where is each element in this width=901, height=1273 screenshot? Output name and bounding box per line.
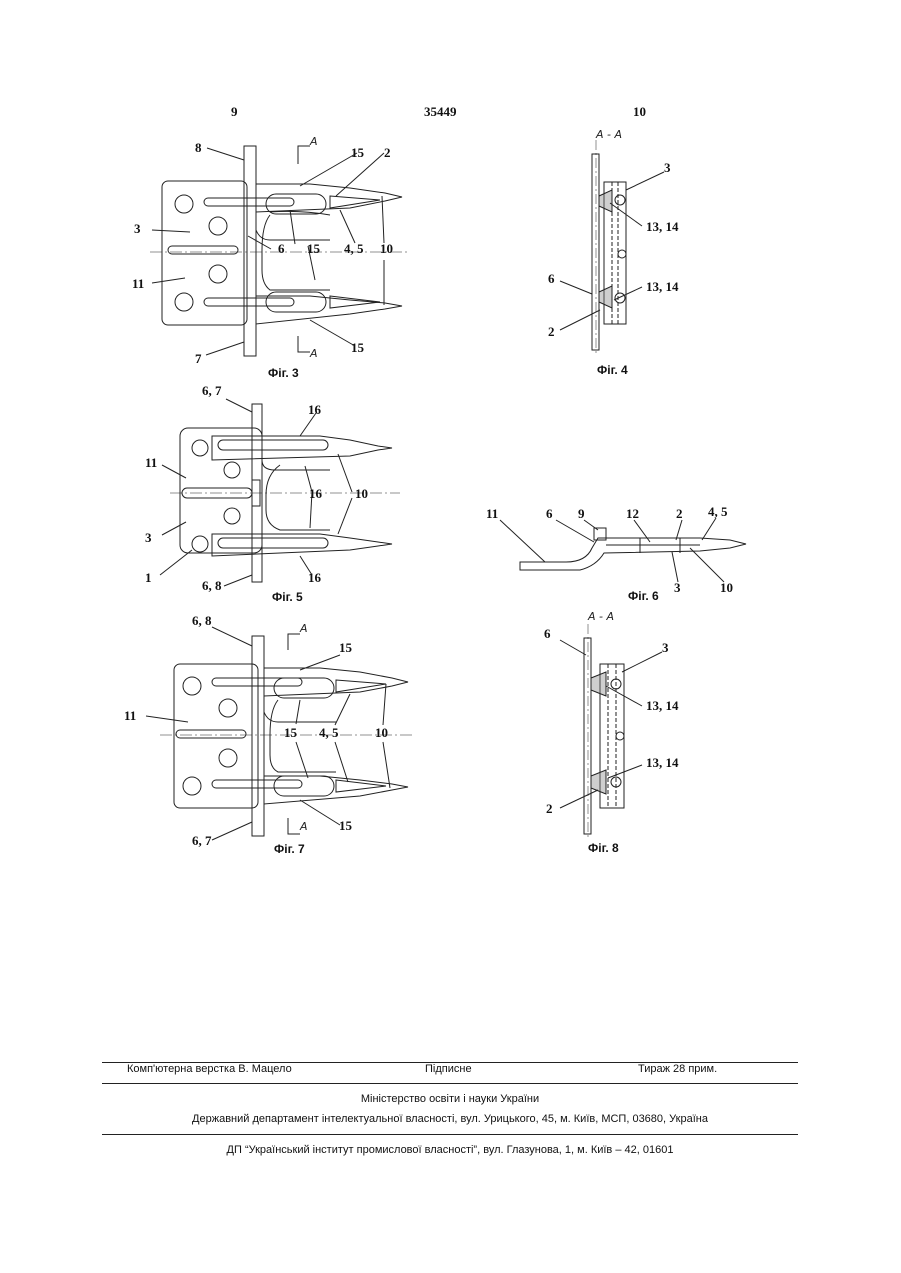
fig5-label: 1 bbox=[145, 570, 152, 585]
fig8-caption: Фіг. 8 bbox=[588, 841, 619, 855]
fig6-label: 6 bbox=[546, 506, 553, 521]
footer-rule-middle bbox=[102, 1083, 798, 1084]
footer-rule-bottom bbox=[102, 1134, 798, 1135]
fig4-label: 2 bbox=[548, 324, 555, 339]
fig8-label: 13, 14 bbox=[646, 755, 679, 770]
fig8-section-title: A - A bbox=[587, 610, 614, 623]
fig3-label: 15 bbox=[351, 145, 365, 160]
fig5-label: 3 bbox=[145, 530, 152, 545]
fig6-label: 4, 5 bbox=[708, 504, 728, 519]
left-page-number: 9 bbox=[231, 104, 238, 120]
fig7-label: 15 bbox=[339, 640, 353, 655]
fig6-label: 3 bbox=[674, 580, 681, 595]
fig5-label: 16 bbox=[309, 486, 323, 501]
footer-layout: Комп'ютерна верстка В. Мацело bbox=[127, 1063, 292, 1075]
footer-institute: ДП “Український інститут промислової вла… bbox=[102, 1144, 798, 1156]
fig3-label: 15 bbox=[351, 340, 365, 355]
fig6-label: 11 bbox=[486, 506, 498, 521]
fig3-section-bottom: A bbox=[309, 347, 318, 360]
fig3-label: 3 bbox=[134, 221, 141, 236]
fig6-label: 2 bbox=[676, 506, 683, 521]
fig3-label: 6 bbox=[278, 241, 285, 256]
fig7-section-top: A bbox=[299, 622, 308, 635]
fig3-label: 2 bbox=[384, 145, 391, 160]
fig7-label: 6, 7 bbox=[192, 833, 212, 848]
fig5-label: 16 bbox=[308, 570, 322, 585]
fig3-label: 8 bbox=[195, 140, 202, 155]
fig4-label: 13, 14 bbox=[646, 219, 679, 234]
footer-circulation: Тираж 28 прим. bbox=[638, 1063, 717, 1075]
fig3-label: 4, 5 bbox=[344, 241, 364, 256]
fig5-caption: Фіг. 5 bbox=[272, 590, 303, 604]
fig6-label: 12 bbox=[626, 506, 639, 521]
fig5-label: 6, 8 bbox=[202, 578, 222, 593]
fig8-label: 13, 14 bbox=[646, 698, 679, 713]
fig8-label: 2 bbox=[546, 801, 553, 816]
fig5-label: 16 bbox=[308, 402, 322, 417]
fig8-label: 6 bbox=[544, 626, 551, 641]
fig5-label: 10 bbox=[355, 486, 368, 501]
fig6-label: 10 bbox=[720, 580, 733, 595]
footer-department: Державний департамент інтелектуальної вл… bbox=[102, 1113, 798, 1125]
fig7-section-bottom: A bbox=[299, 820, 308, 833]
fig3-label: 7 bbox=[195, 351, 202, 366]
right-page-number: 10 bbox=[633, 104, 646, 120]
fig4-label: 13, 14 bbox=[646, 279, 679, 294]
fig3-section-top: A bbox=[309, 135, 318, 148]
fig5-label: 11 bbox=[145, 455, 157, 470]
fig3-label: 11 bbox=[132, 276, 144, 291]
footer-signed: Підписне bbox=[425, 1063, 472, 1075]
fig4-label: 3 bbox=[664, 160, 671, 175]
fig7-label: 15 bbox=[284, 725, 298, 740]
fig7-label: 10 bbox=[375, 725, 388, 740]
fig3-label: 15 bbox=[307, 241, 321, 256]
fig3-caption: Фіг. 3 bbox=[268, 366, 299, 380]
fig4-section-title: A - A bbox=[595, 128, 622, 141]
fig3-label: 10 bbox=[380, 241, 393, 256]
fig5-label: 6, 7 bbox=[202, 383, 222, 398]
fig6-label: 9 bbox=[578, 506, 585, 521]
patent-number: 35449 bbox=[424, 104, 457, 120]
fig6-caption: Фіг. 6 bbox=[628, 589, 659, 603]
footer-ministry: Міністерство освіти і науки України bbox=[102, 1093, 798, 1105]
fig7-label: 4, 5 bbox=[319, 725, 339, 740]
fig4-label: 6 bbox=[548, 271, 555, 286]
fig7-caption: Фіг. 7 bbox=[274, 842, 305, 856]
fig8-label: 3 bbox=[662, 640, 669, 655]
fig7-label: 15 bbox=[339, 818, 353, 833]
fig7-label: 11 bbox=[124, 708, 136, 723]
fig7-label: 6, 8 bbox=[192, 613, 212, 628]
fig4-caption: Фіг. 4 bbox=[597, 363, 628, 377]
